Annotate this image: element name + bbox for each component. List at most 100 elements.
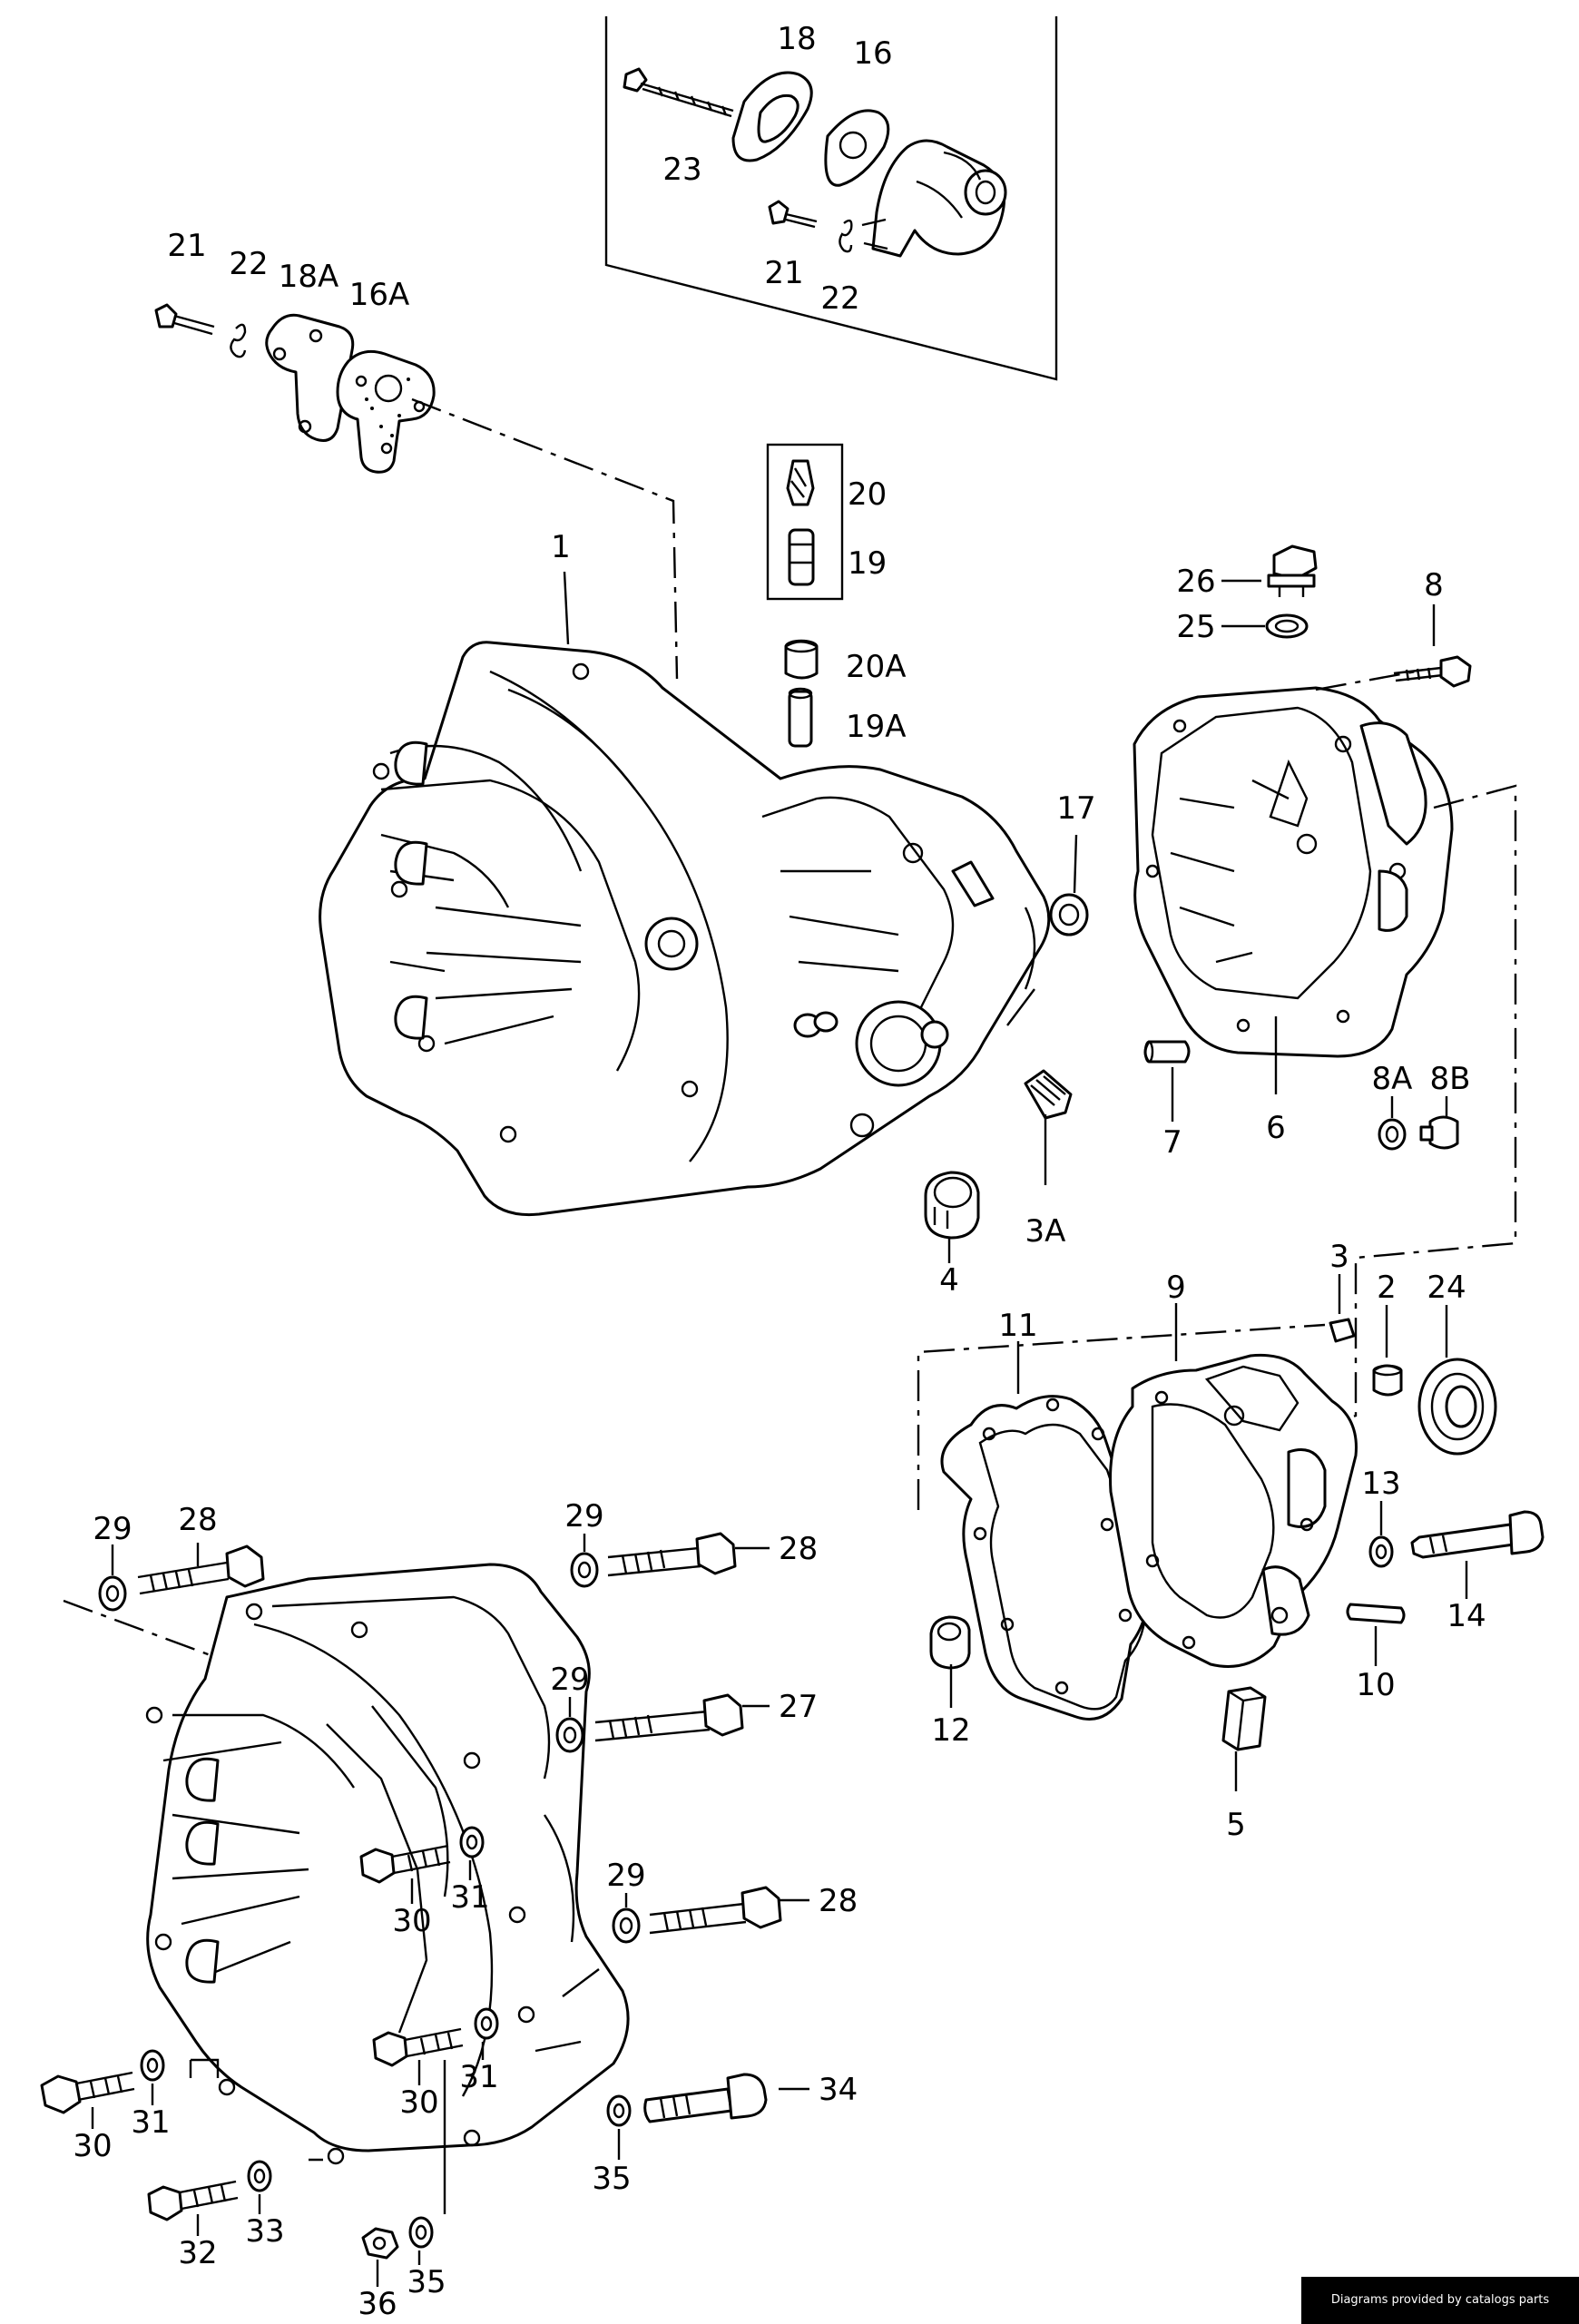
label-36: 36	[358, 2286, 397, 2322]
washer-8A	[1378, 1118, 1407, 1151]
label-19A: 19A	[846, 709, 907, 745]
washer-31-b	[474, 2007, 499, 2040]
gasket-11	[940, 1395, 1151, 1721]
rear-cover-6	[1133, 686, 1454, 1058]
label-16: 16	[853, 35, 892, 72]
label-22: 22	[229, 246, 268, 282]
pin-19	[788, 528, 815, 586]
label-2: 2	[1377, 1270, 1397, 1306]
label-4: 4	[939, 1262, 959, 1299]
label-18A: 18A	[279, 259, 339, 295]
washer-33	[247, 2160, 272, 2192]
label-29-b: 29	[564, 1498, 603, 1535]
bolt-27	[594, 1693, 744, 1742]
pin-20	[786, 459, 815, 506]
callout-labels: 18 16 23 21 22 21 22 18A 16A 20 19 20A 1…	[73, 21, 1486, 2322]
label-29-a: 29	[93, 1511, 132, 1547]
cover-assembly-line	[1306, 670, 1517, 1436]
nut-hook-line	[309, 2060, 446, 2214]
leader-17	[1073, 834, 1078, 894]
washer-25	[1265, 613, 1309, 639]
label-1: 1	[551, 529, 571, 565]
nut-36	[361, 2227, 399, 2260]
plug-26	[1267, 544, 1318, 597]
bolt-28-c	[649, 1886, 782, 1935]
bolt-8	[1393, 655, 1472, 688]
label-6: 6	[1266, 1110, 1286, 1146]
lower-assembly-line	[63, 1599, 226, 1662]
bolt-28-b	[607, 1532, 737, 1577]
gasket-16A	[336, 349, 436, 474]
label-8: 8	[1424, 567, 1444, 603]
label-3A: 3A	[1025, 1213, 1066, 1250]
label-20A: 20A	[846, 649, 907, 685]
label-28-b: 28	[779, 1531, 818, 1567]
label-33: 33	[245, 2213, 284, 2250]
label-20: 20	[848, 476, 887, 513]
label-30-b: 30	[399, 2084, 438, 2121]
label-24: 24	[1427, 1270, 1466, 1306]
bushing-4	[924, 1171, 980, 1240]
washer-31-c	[140, 2049, 165, 2082]
label-22-inset: 22	[820, 280, 859, 317]
label-30-a: 30	[392, 1903, 431, 1939]
label-18: 18	[777, 21, 816, 57]
bolt-34	[643, 2073, 768, 2123]
credit-banner: Diagrams provided by catalogs parts	[1301, 2277, 1579, 2324]
label-25: 25	[1176, 609, 1215, 645]
label-30-c: 30	[73, 2128, 112, 2164]
bolt-14	[1410, 1510, 1545, 1559]
washer-13	[1368, 1535, 1394, 1568]
label-28-c: 28	[819, 1883, 858, 1919]
plug-3	[1329, 1318, 1356, 1343]
label-34: 34	[819, 2072, 858, 2108]
label-29-d: 29	[606, 1858, 645, 1894]
label-31-a: 31	[450, 1879, 489, 1916]
washer-29-b	[570, 1552, 599, 1588]
label-21-inset: 21	[764, 255, 803, 291]
seal-17	[1049, 893, 1089, 936]
shift-housing-inset	[871, 139, 1007, 258]
label-19: 19	[848, 545, 887, 582]
selector-cover-9	[1109, 1353, 1358, 1668]
bolt-30-a	[359, 1844, 451, 1884]
washer-29-c	[555, 1717, 584, 1753]
gasket-18A	[265, 313, 355, 442]
clip-22	[230, 323, 247, 358]
label-12: 12	[931, 1712, 970, 1749]
label-8B: 8B	[1430, 1061, 1471, 1097]
block-5	[1221, 1686, 1267, 1751]
bolt-30-c	[40, 2071, 135, 2114]
washer-35-b	[408, 2216, 434, 2249]
seal-24	[1417, 1358, 1497, 1456]
cap-20A	[784, 639, 819, 680]
inset-frame	[604, 16, 1058, 381]
bolt-30-b	[372, 2027, 464, 2067]
pin-19A	[788, 687, 813, 748]
label-7: 7	[1162, 1124, 1182, 1161]
label-35-a: 35	[592, 2161, 631, 2197]
gasket-assembly-line	[411, 397, 679, 680]
label-21: 21	[167, 228, 206, 264]
washer-35-a	[606, 2094, 632, 2127]
bolt-28-a	[137, 1544, 265, 1595]
label-31-c: 31	[131, 2104, 170, 2141]
pin-2	[1372, 1364, 1403, 1397]
washer-29-a	[98, 1575, 127, 1612]
pin-inset-frame	[766, 443, 844, 601]
bolt-32	[147, 2180, 239, 2221]
transmission-housing-1	[319, 641, 1051, 1217]
label-29-c: 29	[550, 1662, 589, 1698]
switch-3A	[1024, 1069, 1073, 1120]
bolt-21	[154, 303, 215, 336]
washer-31-a	[459, 1826, 485, 1858]
label-32: 32	[178, 2235, 217, 2271]
pin-7	[1143, 1040, 1191, 1064]
bushing-12	[929, 1615, 971, 1670]
label-8A: 8A	[1372, 1061, 1413, 1097]
pin-10	[1346, 1603, 1406, 1624]
label-3: 3	[1329, 1239, 1349, 1275]
label-31-b: 31	[459, 2059, 498, 2095]
label-13: 13	[1361, 1466, 1400, 1502]
